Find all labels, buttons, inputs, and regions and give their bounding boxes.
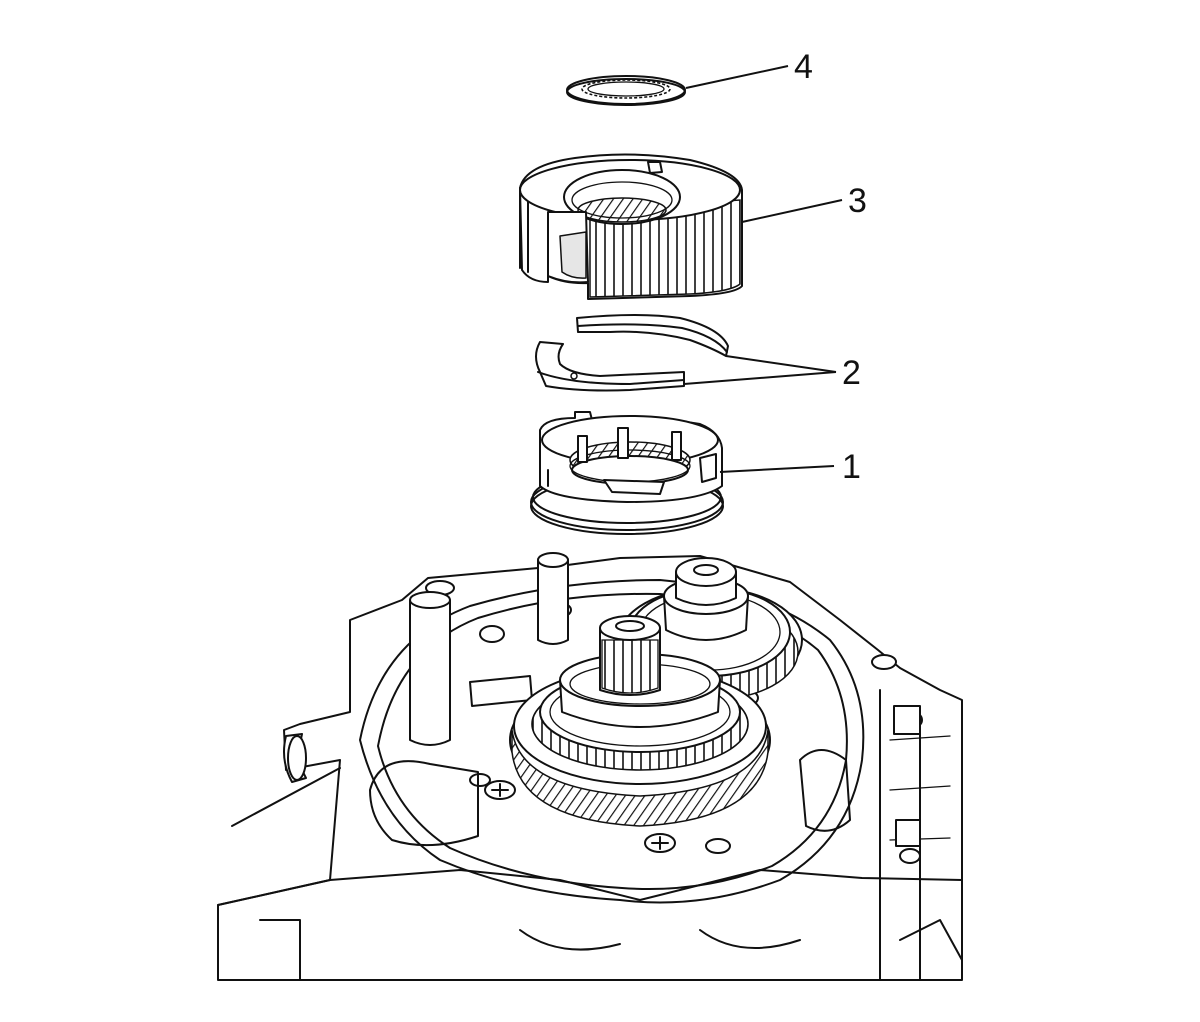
callout-1: 1 [719, 448, 861, 486]
callout-label-2: 2 [842, 354, 861, 392]
part-3-toothed-ring [519, 153, 743, 300]
callout-2: 2 [683, 354, 861, 392]
callout-label-3: 3 [848, 182, 867, 220]
callout-3: 3 [741, 182, 867, 223]
plate-screws [484, 780, 676, 853]
callout-label-1: 1 [842, 448, 861, 486]
callout-4: 4 [685, 48, 813, 89]
part-2-half-ring-spacers [535, 314, 729, 392]
housing-dowel-pins [409, 552, 569, 746]
callout-label-4: 4 [794, 48, 813, 86]
part-4-splined-washer [566, 75, 686, 106]
part-1-synchronizer-hub [530, 411, 724, 535]
main-helical-gear [509, 615, 771, 827]
